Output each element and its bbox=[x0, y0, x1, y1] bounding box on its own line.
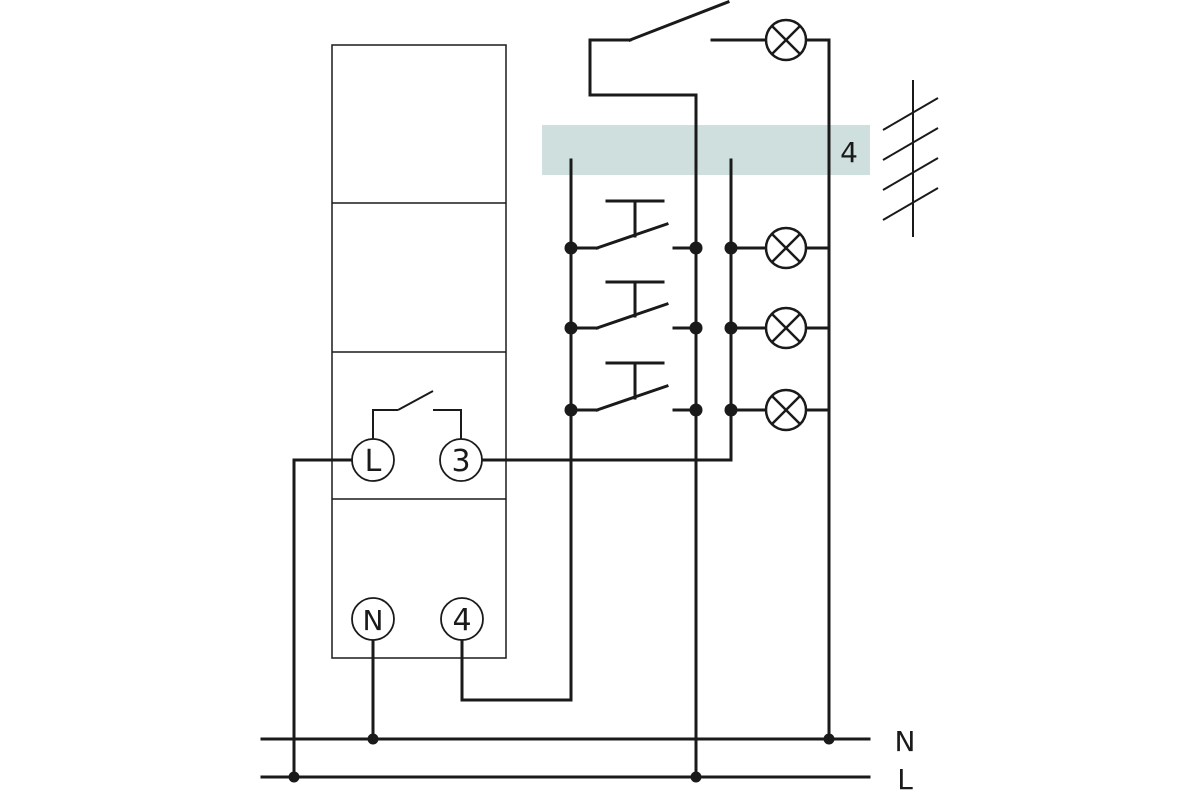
junction-dot bbox=[823, 733, 835, 745]
neutral-bus-label: N bbox=[895, 725, 916, 758]
relay-contact bbox=[372, 390, 462, 440]
lamp-icon bbox=[764, 306, 808, 350]
line-bus-label: L bbox=[897, 763, 913, 796]
pushbutton-row-1 bbox=[564, 199, 831, 255]
junction-dot bbox=[288, 771, 300, 783]
terminal-n-label: N bbox=[363, 604, 384, 637]
conductor-band bbox=[542, 125, 870, 175]
pushbutton-row-2 bbox=[564, 280, 831, 335]
lamp-icon bbox=[764, 226, 808, 270]
terminal-4: 4 bbox=[440, 597, 484, 641]
wire-terminal-3-to-lamps bbox=[480, 158, 733, 462]
top-switch-blade bbox=[628, 0, 730, 42]
terminal-3-label: 3 bbox=[451, 444, 470, 479]
terminal-3: 3 bbox=[439, 438, 483, 482]
terminal-4-label: 4 bbox=[452, 603, 471, 638]
wire-terminal-4-to-pushbuttons bbox=[460, 158, 573, 702]
terminal-l-label: L bbox=[365, 444, 382, 479]
junction-dot bbox=[690, 771, 702, 783]
lamp-icon bbox=[764, 18, 808, 62]
junction-dot bbox=[367, 733, 379, 745]
wire-lamps-to-neutral bbox=[804, 38, 831, 741]
conductor-count-label: 4 bbox=[840, 136, 858, 169]
terminal-l: L bbox=[351, 438, 395, 482]
wire-line-to-terminal-l bbox=[292, 458, 354, 779]
lamp-icon bbox=[764, 388, 808, 432]
bundle-marker bbox=[882, 80, 939, 237]
relay-device bbox=[331, 44, 507, 659]
terminal-n: N bbox=[351, 597, 395, 641]
pushbutton-row-3 bbox=[564, 361, 831, 417]
